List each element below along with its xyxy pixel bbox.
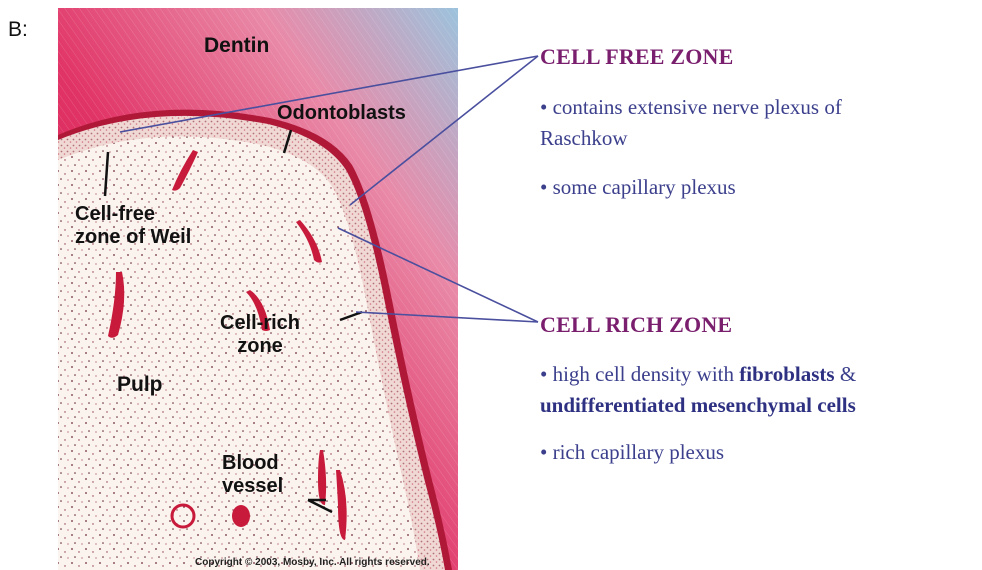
cell-free-zone-heading: CELL FREE ZONE [540, 44, 734, 70]
copyright-notice: Copyright © 2003, Mosby, Inc. All rights… [195, 557, 430, 568]
dentin-label: Dentin [204, 34, 269, 57]
cell-free-zone-label: Cell-free zone of Weil [75, 203, 191, 249]
cell-rich-zone-label: Cell-rich zone [220, 312, 300, 358]
pulp-label: Pulp [117, 373, 163, 396]
blood-vessel-label: Blood vessel [222, 452, 283, 498]
blood-label-line1: Blood [222, 452, 283, 475]
cell-rich-label-line1: Cell-rich [220, 312, 300, 335]
cell-free-label-line1: Cell-free [75, 203, 191, 226]
mesenchymal-cells-term: undifferentiated mesenchymal cells [540, 393, 856, 417]
cell-free-bullet-2: • some capillary plexus [540, 172, 736, 203]
cell-rich-bullet-2: • rich capillary plexus [540, 437, 724, 468]
odontoblasts-label: Odontoblasts [277, 102, 406, 125]
cell-rich-bullet-1: • high cell density with fibroblasts & u… [540, 359, 980, 421]
cell-rich-zone-heading: CELL RICH ZONE [540, 312, 732, 338]
fibroblasts-term: fibroblasts [739, 362, 834, 386]
cell-rich-label-line2: zone [220, 335, 300, 358]
cell-rich-bullet-1-prefix: • high cell density with [540, 362, 739, 386]
cell-free-bullet-1: • contains extensive nerve plexus of Ras… [540, 92, 900, 154]
cell-rich-bullet-1-mid: & [835, 362, 857, 386]
cell-free-label-line2: zone of Weil [75, 226, 191, 249]
blood-label-line2: vessel [222, 475, 283, 498]
